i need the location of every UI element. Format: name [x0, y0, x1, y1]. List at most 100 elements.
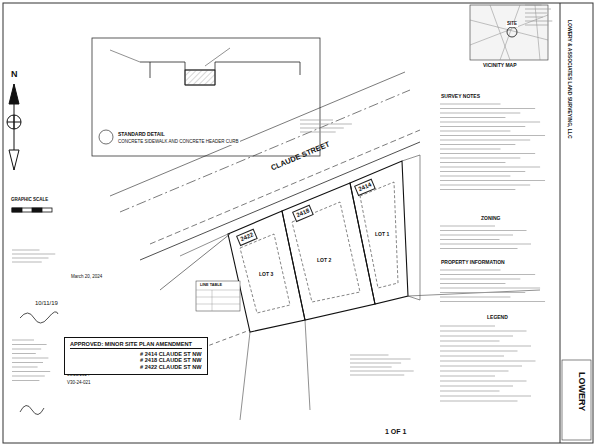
note-line — [440, 279, 520, 280]
note-line — [525, 13, 547, 14]
note-line — [440, 244, 531, 245]
note-line — [350, 359, 411, 360]
address-line: # 2414 CLAUDE ST NW — [70, 351, 202, 358]
note-line — [440, 180, 545, 181]
note-line — [440, 356, 504, 357]
note-line — [440, 162, 505, 163]
note-line — [440, 230, 527, 231]
note-line — [440, 171, 525, 172]
note-line — [525, 17, 543, 18]
case-number: V30-24-021 — [66, 381, 92, 386]
map-title: VICINITY MAP — [482, 63, 518, 69]
address-line: # 2418 CLAUDE ST NW — [70, 357, 202, 364]
note-line — [12, 262, 42, 263]
note-line — [350, 371, 414, 372]
note-line — [440, 381, 527, 382]
note-line — [440, 140, 530, 141]
note-line — [440, 248, 518, 249]
date-note: 10/11/19 — [34, 300, 59, 307]
north-label: N — [10, 70, 19, 80]
note-line — [12, 367, 38, 368]
notes-heading: ZONING — [480, 216, 501, 222]
note-line — [350, 367, 392, 368]
note-line — [12, 376, 45, 377]
note-line — [440, 153, 535, 154]
node-heading: 2418 — [296, 207, 311, 219]
date-note: March 20, 2024 — [70, 275, 103, 280]
note-line — [440, 371, 509, 372]
note-line — [525, 5, 542, 6]
note-line — [350, 375, 404, 376]
note-line — [440, 226, 495, 227]
street-name: CLAUDE STREET — [270, 140, 331, 172]
note-line — [440, 351, 518, 352]
note-line — [440, 117, 505, 118]
note-line — [440, 274, 535, 275]
note-line — [300, 124, 352, 125]
note-line — [525, 25, 548, 26]
note-line — [440, 292, 525, 293]
note-line — [440, 346, 531, 347]
note-line — [440, 341, 500, 342]
note-line — [440, 149, 501, 150]
note-line — [12, 371, 50, 372]
notes-heading: PROPERTY INFORMATION — [440, 260, 506, 266]
note-line — [350, 363, 401, 364]
note-line — [12, 344, 47, 345]
note-line — [440, 189, 515, 190]
note-line — [440, 386, 513, 387]
note-line — [440, 288, 540, 289]
note-line — [440, 158, 520, 159]
note-line — [440, 131, 510, 132]
note-line — [12, 358, 48, 359]
lot-number: LOT 2 — [316, 258, 332, 264]
note-line — [440, 283, 505, 284]
note-line — [12, 362, 43, 363]
house-number-box: 2418 — [292, 204, 314, 222]
note-line — [440, 108, 535, 109]
note-line — [440, 396, 531, 397]
detail-title: STANDARD DETAIL — [117, 132, 166, 138]
house-number-box: 2422 — [236, 228, 258, 246]
note-line — [12, 258, 49, 259]
table-title: LINE TABLE — [199, 283, 223, 287]
note-line — [300, 120, 333, 121]
note-line — [440, 336, 513, 337]
note-line — [440, 235, 513, 236]
site-label: SITE — [506, 22, 518, 27]
note-line — [12, 353, 36, 354]
note-line — [440, 176, 510, 177]
notes-heading: LEGEND — [486, 315, 509, 321]
note-line — [440, 326, 495, 327]
address-line: # 2422 CLAUDE ST NW — [70, 364, 202, 371]
note-line — [350, 355, 389, 356]
note-line — [440, 126, 525, 127]
scale-title: GRAPHIC SCALE — [10, 198, 49, 203]
note-line — [300, 128, 344, 129]
note-line — [440, 144, 515, 145]
note-line — [440, 401, 518, 402]
note-line — [12, 349, 41, 350]
note-line — [440, 391, 500, 392]
note-line — [440, 297, 510, 298]
note-line — [440, 301, 545, 302]
note-line — [440, 104, 501, 105]
note-line — [12, 380, 39, 381]
note-line — [440, 331, 527, 332]
note-line — [440, 376, 495, 377]
node-heading: APPROVED: MINOR SITE PLAN AMENDMENT — [70, 341, 202, 349]
note-line — [300, 132, 336, 133]
approval-stamp: APPROVED: MINOR SITE PLAN AMENDMENT # 241… — [64, 337, 208, 375]
sheet-number: 1 OF 1 — [384, 428, 407, 436]
note-line — [440, 135, 545, 136]
note-line — [440, 167, 540, 168]
note-line — [12, 250, 40, 251]
note-line — [440, 185, 530, 186]
lot-number: LOT 3 — [258, 272, 274, 278]
note-line — [440, 366, 522, 367]
firm-logo: LOWERY — [576, 372, 586, 411]
node-heading: 2422 — [240, 231, 255, 243]
note-line — [12, 340, 34, 341]
note-line — [440, 239, 500, 240]
